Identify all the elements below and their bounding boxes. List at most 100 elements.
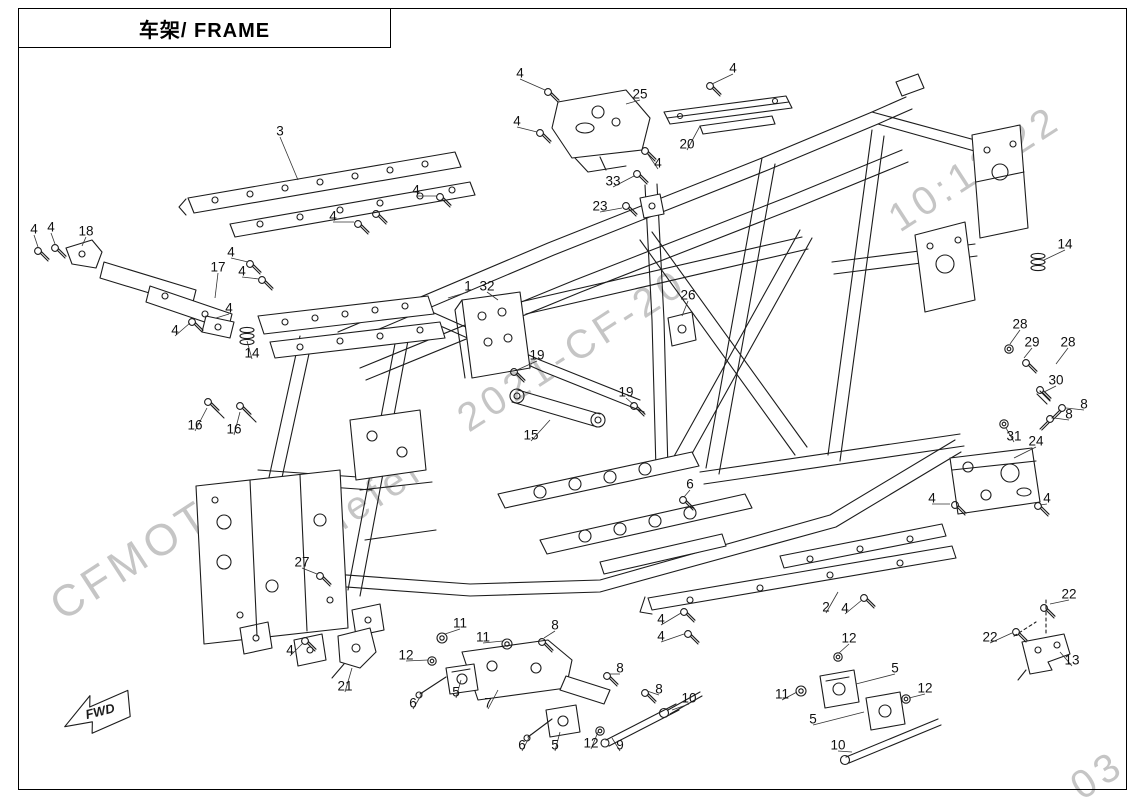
callout-leader-line bbox=[1039, 503, 1048, 506]
part-callout-22: 22 bbox=[1061, 587, 1076, 602]
part-callout-31: 31 bbox=[1006, 429, 1021, 444]
part-callout-8: 8 bbox=[1065, 407, 1073, 422]
callout-leader-line bbox=[455, 679, 462, 699]
callout-leader-line bbox=[1005, 427, 1015, 443]
part-callout-4: 4 bbox=[654, 156, 662, 171]
part-callout-10: 10 bbox=[830, 738, 845, 753]
part-callout-8: 8 bbox=[551, 618, 559, 633]
callout-leader-line bbox=[660, 633, 685, 643]
part-callout-28: 28 bbox=[1012, 317, 1027, 332]
part-callout-12: 12 bbox=[398, 648, 413, 663]
part-callout-5: 5 bbox=[452, 685, 460, 700]
callout-leader-line bbox=[1059, 651, 1073, 667]
callout-leader-line bbox=[1013, 446, 1037, 459]
part-callout-4: 4 bbox=[286, 643, 294, 658]
callout-leader-line bbox=[50, 232, 56, 245]
callout-leader-line bbox=[344, 667, 353, 693]
callout-leader-line bbox=[516, 126, 538, 133]
part-callout-4: 4 bbox=[657, 612, 665, 627]
callout-leader-line bbox=[711, 73, 734, 85]
callout-leader-line bbox=[405, 659, 429, 662]
callout-leader-line bbox=[683, 489, 691, 498]
part-callout-12: 12 bbox=[917, 681, 932, 696]
part-callout-30: 30 bbox=[1048, 373, 1063, 388]
callout-leader-line bbox=[599, 207, 623, 213]
part-callout-8: 8 bbox=[1080, 397, 1088, 412]
part-callout-11: 11 bbox=[453, 616, 467, 631]
part-callout-4: 4 bbox=[329, 209, 337, 224]
callout-leader-line bbox=[554, 731, 561, 752]
callout-leader-line bbox=[279, 136, 299, 181]
part-callout-8: 8 bbox=[655, 682, 663, 697]
part-callout-26: 26 bbox=[680, 288, 695, 303]
part-callout-9: 9 bbox=[616, 738, 624, 753]
part-callout-4: 4 bbox=[516, 66, 524, 81]
callout-leader-line bbox=[246, 340, 253, 360]
callout-leader-line bbox=[530, 419, 551, 442]
callout-leader-line bbox=[781, 691, 798, 701]
callout-leader-line bbox=[33, 234, 39, 248]
part-callout-5: 5 bbox=[551, 738, 559, 753]
part-callout-6: 6 bbox=[686, 477, 694, 492]
part-callout-4: 4 bbox=[412, 183, 420, 198]
part-callout-4: 4 bbox=[657, 629, 665, 644]
callout-leader-line bbox=[412, 691, 424, 710]
title-block: 车架/ FRAME bbox=[18, 8, 391, 48]
callout-leader-line bbox=[241, 276, 260, 280]
callout-leader-line bbox=[289, 642, 304, 657]
callout-leader-line bbox=[519, 78, 546, 91]
callout-leader-line bbox=[855, 673, 896, 685]
callout-leader-line bbox=[1043, 385, 1057, 393]
callout-leader-line bbox=[646, 152, 659, 170]
part-callout-27: 27 bbox=[294, 555, 309, 570]
page-title: 车架/ FRAME bbox=[138, 19, 271, 42]
part-callout-32: 32 bbox=[479, 279, 494, 294]
callout-leader-line bbox=[521, 733, 532, 752]
part-callout-25: 25 bbox=[632, 87, 647, 102]
part-callout-11: 11 bbox=[476, 630, 490, 645]
part-callout-20: 20 bbox=[679, 137, 694, 152]
part-callout-4: 4 bbox=[513, 114, 521, 129]
callout-leader-line bbox=[444, 628, 461, 635]
callout-leader-line bbox=[671, 703, 690, 711]
part-callout-17: 17 bbox=[210, 260, 225, 275]
callout-leader-line bbox=[230, 257, 249, 263]
callout-leader-line bbox=[447, 291, 469, 299]
fwd-arrow-icon: FWD bbox=[64, 689, 131, 734]
callout-leader-line bbox=[1043, 249, 1066, 261]
callout-leader-line bbox=[233, 411, 241, 436]
callout-leader-line bbox=[174, 322, 191, 337]
part-callout-2: 2 bbox=[822, 600, 830, 615]
part-callout-18: 18 bbox=[78, 224, 93, 239]
callout-leader-line bbox=[543, 630, 556, 639]
part-callout-4: 4 bbox=[928, 491, 936, 506]
part-callout-4: 4 bbox=[729, 61, 737, 76]
callout-leader-line bbox=[844, 599, 863, 615]
callout-leader-line bbox=[1009, 329, 1021, 345]
part-callout-23: 23 bbox=[592, 199, 607, 214]
part-callout-14: 14 bbox=[1057, 237, 1073, 252]
part-callout-24: 24 bbox=[1028, 434, 1044, 449]
callout-leader-line bbox=[646, 690, 660, 696]
part-callout-29: 29 bbox=[1024, 335, 1039, 350]
part-callout-19: 19 bbox=[618, 385, 633, 400]
part-callout-4: 4 bbox=[171, 323, 179, 338]
callout-leader-line bbox=[908, 693, 926, 699]
part-callout-5: 5 bbox=[891, 661, 899, 676]
callout-leader-line bbox=[1053, 417, 1070, 421]
part-callout-4: 4 bbox=[238, 264, 246, 279]
part-callout-6: 6 bbox=[409, 696, 417, 711]
callout-leader-line bbox=[482, 640, 504, 644]
callout-leader-line bbox=[837, 750, 853, 753]
part-callout-19: 19 bbox=[529, 348, 544, 363]
callout-leader-line bbox=[1049, 599, 1070, 605]
part-callout-21: 21 bbox=[337, 679, 352, 694]
callout-leader-line bbox=[1023, 347, 1033, 359]
part-callout-4: 4 bbox=[30, 222, 38, 237]
part-callout-4: 4 bbox=[227, 245, 235, 260]
fwd-label: FWD bbox=[84, 700, 117, 722]
callout-leader-line bbox=[1055, 347, 1069, 365]
part-callout-1: 1 bbox=[464, 279, 472, 294]
